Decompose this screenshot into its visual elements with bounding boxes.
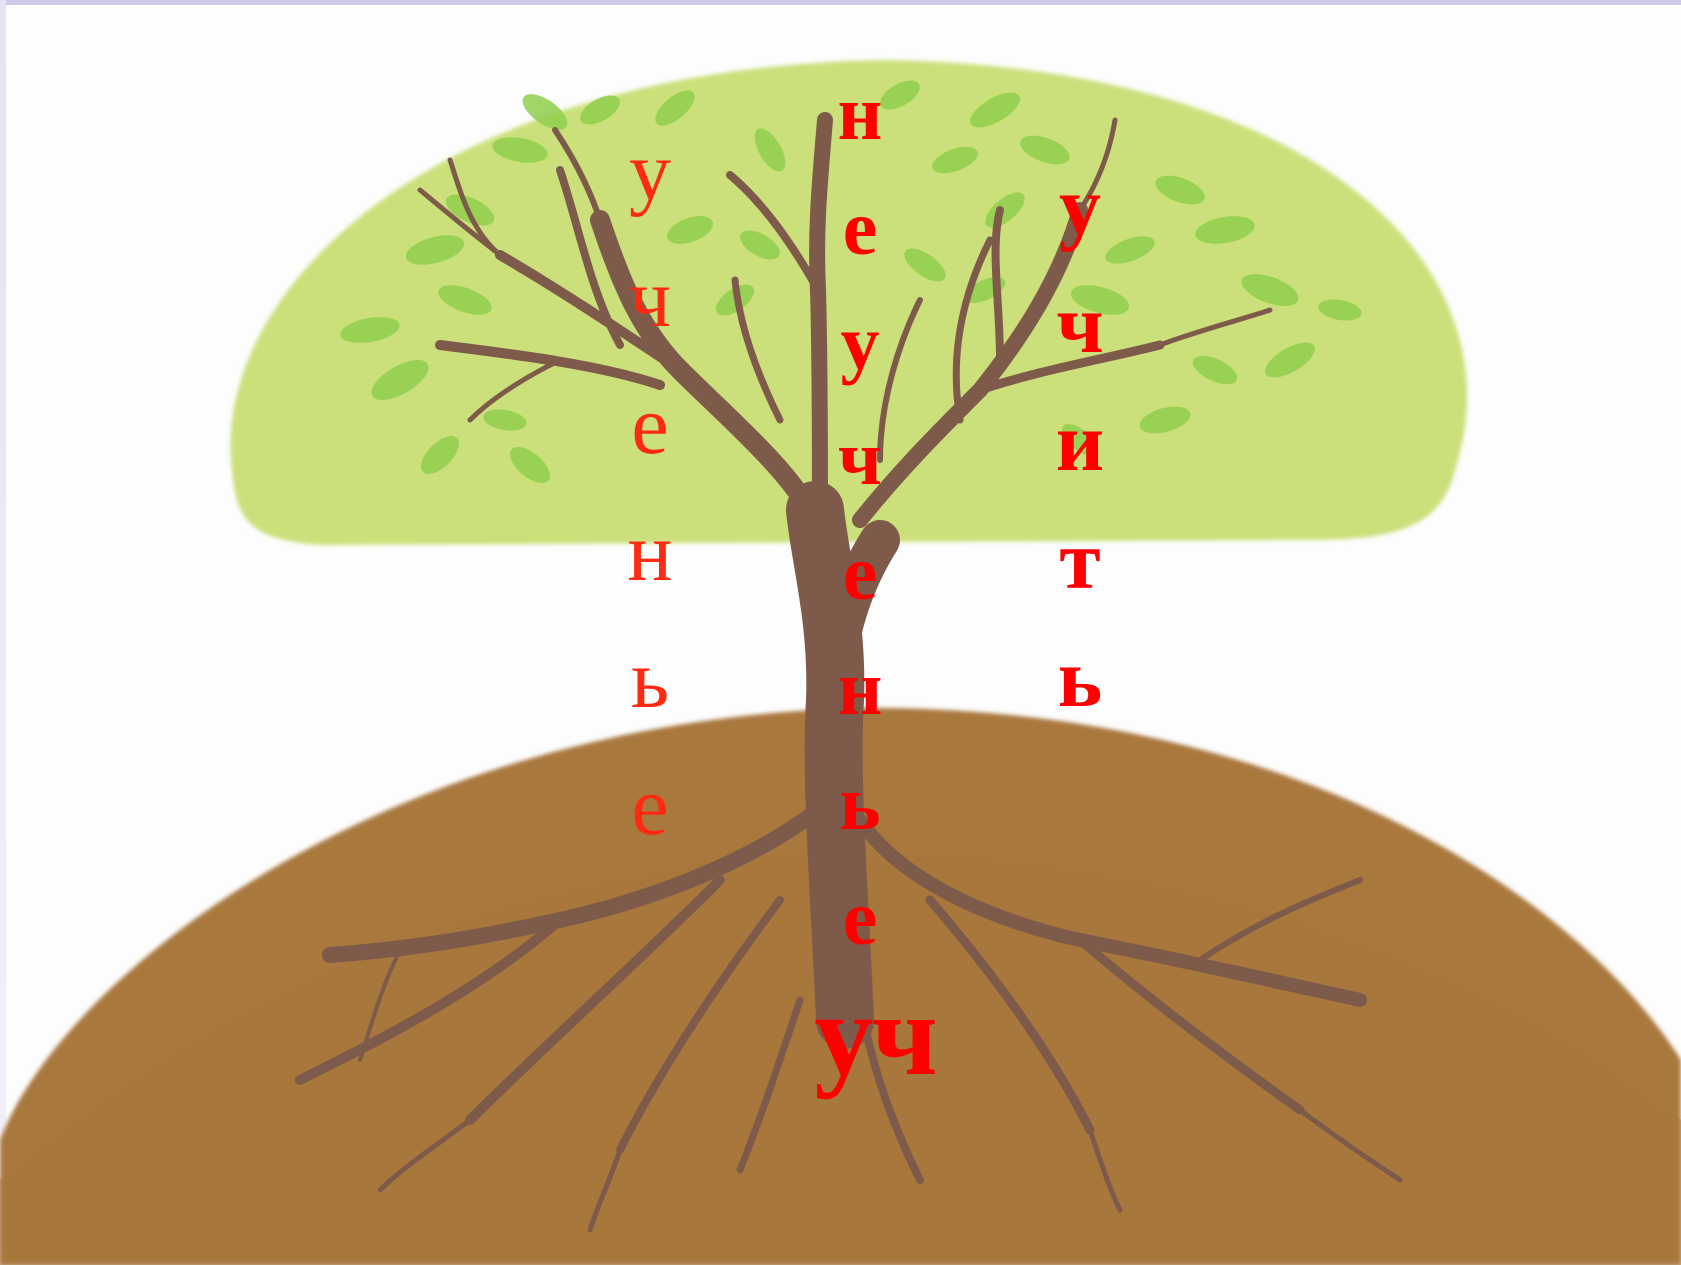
letter: н — [628, 489, 673, 616]
word-uchit: у ч и т ь — [1040, 148, 1120, 738]
letter: н — [838, 630, 883, 745]
word-uchene: у ч е н ь е — [615, 108, 685, 870]
letter: е — [631, 362, 668, 489]
letter: ч — [629, 235, 671, 362]
letter: е — [843, 170, 878, 285]
word-neuchenie: н е у ч е н ь е — [820, 55, 900, 975]
letter: е — [843, 515, 878, 630]
letter: ч — [838, 400, 882, 515]
letter: у — [841, 285, 880, 400]
letter: т — [1059, 502, 1100, 620]
letter: н — [838, 55, 883, 170]
letter: у — [1059, 148, 1101, 266]
letter: е — [631, 743, 668, 870]
letter: ь — [839, 745, 880, 860]
letter: у — [629, 108, 671, 235]
letter: е — [843, 860, 878, 975]
letter: ь — [1058, 620, 1102, 738]
letter: и — [1056, 384, 1104, 502]
letter: ь — [631, 616, 669, 743]
root-word: уч — [795, 965, 955, 1105]
letter: ч — [1056, 266, 1103, 384]
